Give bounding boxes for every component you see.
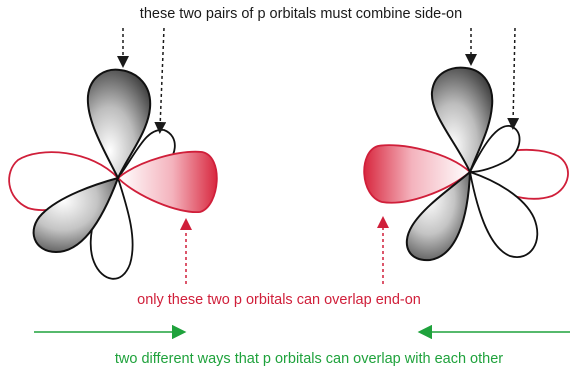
top-label: these two pairs of p orbitals must combi… <box>140 6 462 22</box>
top-arrow-right-2 <box>513 28 515 124</box>
bottom-label: two different ways that p orbitals can o… <box>115 351 503 367</box>
middle-label: only these two p orbitals can overlap en… <box>137 292 421 308</box>
top-arrow-left-2 <box>160 28 164 128</box>
right-orbital-group <box>364 68 568 261</box>
